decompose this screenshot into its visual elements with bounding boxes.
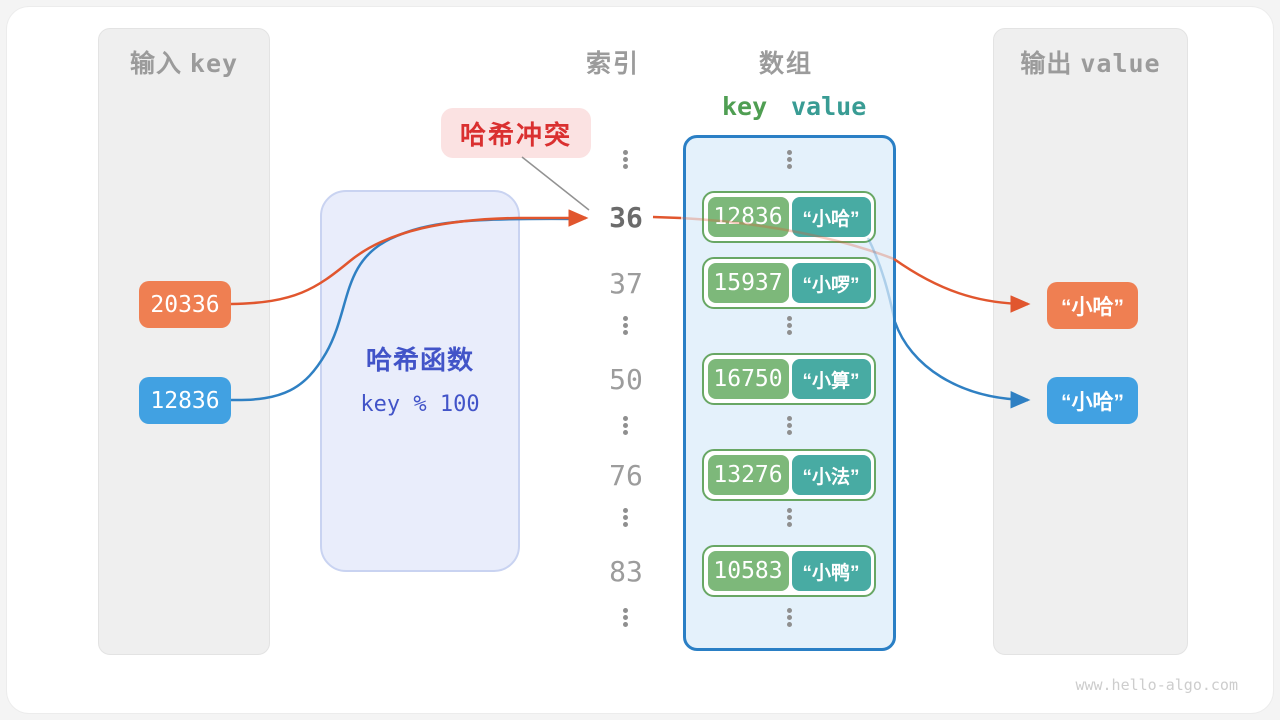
ellipsis-icon [623, 316, 628, 335]
output-value-blue: “小哈” [1047, 377, 1138, 424]
hash-function-name: 哈希函数 [365, 345, 474, 375]
index-37: 37 [609, 267, 643, 300]
input-panel-title-en: key [189, 49, 239, 78]
array-header-value: value [791, 92, 867, 121]
array-column-title: 数组 [758, 50, 813, 78]
pair-key: 13276 [707, 455, 789, 495]
output-panel-title-cn: 输出 [1020, 50, 1073, 78]
hash-collision-badge: 哈希冲突 [441, 108, 591, 158]
index-column-title: 索引 [585, 50, 640, 78]
ellipsis-icon [623, 416, 628, 435]
input-panel-title-cn: 输入 [129, 50, 182, 78]
pair-value: “小啰” [791, 263, 871, 303]
pair-13276: 13276 “小法” [702, 449, 876, 501]
ellipsis-icon [787, 316, 792, 335]
pair-key: 10583 [707, 551, 789, 591]
index-36: 36 [609, 201, 643, 234]
ellipsis-icon [787, 508, 792, 527]
pair-value: “小哈” [791, 197, 871, 237]
index-76: 76 [609, 459, 643, 492]
pair-value: “小鸭” [791, 551, 871, 591]
index-83: 83 [609, 555, 643, 588]
ellipsis-icon [787, 608, 792, 627]
output-value-panel: 输出 value [993, 28, 1188, 655]
output-panel-title: 输出 value [994, 44, 1187, 80]
pair-value: “小法” [791, 455, 871, 495]
ellipsis-icon [623, 150, 628, 169]
ellipsis-icon [787, 416, 792, 435]
pair-16750: 16750 “小算” [702, 353, 876, 405]
pair-value: “小算” [791, 359, 871, 399]
watermark: www.hello-algo.com [1075, 676, 1238, 694]
output-value-orange: “小哈” [1047, 282, 1138, 329]
pair-12836: 12836 “小哈” [702, 191, 876, 243]
ellipsis-icon [787, 150, 792, 169]
input-key-20336: 20336 [139, 281, 231, 328]
input-key-12836: 12836 [139, 377, 231, 424]
output-panel-title-en: value [1080, 49, 1161, 78]
pair-10583: 10583 “小鸭” [702, 545, 876, 597]
hash-function-formula: key % 100 [360, 392, 480, 417]
input-panel-title: 输入 key [99, 44, 269, 80]
ellipsis-icon [623, 608, 628, 627]
input-key-panel: 输入 key [98, 28, 270, 655]
pair-15937: 15937 “小啰” [702, 257, 876, 309]
array-header-key: key [722, 92, 768, 121]
index-50: 50 [609, 363, 643, 396]
ellipsis-icon [623, 508, 628, 527]
hash-function-box: 哈希函数 key % 100 [320, 190, 520, 572]
pair-key: 12836 [707, 197, 789, 237]
pair-key: 15937 [707, 263, 789, 303]
pair-key: 16750 [707, 359, 789, 399]
